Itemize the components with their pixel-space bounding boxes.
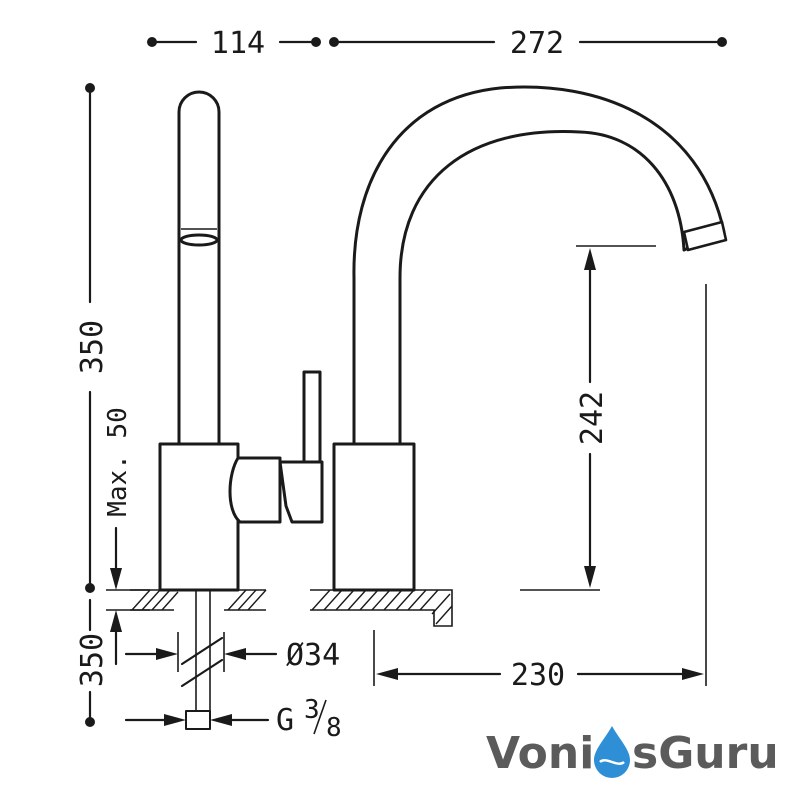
top-dimension-114: 114 bbox=[147, 26, 321, 61]
vonios-guru-logo: Voni sGuru bbox=[486, 726, 779, 779]
dim-diameter-label: Ø34 bbox=[286, 638, 340, 673]
logo-text-sguru: sGuru bbox=[632, 728, 779, 779]
top-dimension-272: 272 bbox=[329, 26, 727, 61]
dim-272-label: 272 bbox=[510, 26, 564, 61]
water-drop-icon bbox=[594, 726, 630, 778]
dim-350-label: 350 bbox=[75, 320, 110, 374]
dim-230-label: 230 bbox=[511, 658, 565, 693]
left-dimension-350: 350 bbox=[75, 83, 110, 593]
dim-thread-denominator: 8 bbox=[326, 713, 342, 743]
max-deck-dimension: Max. 50 bbox=[103, 407, 150, 666]
diameter-dimension: Ø34 bbox=[124, 632, 340, 673]
dim-thread-numerator: 3 bbox=[304, 695, 320, 725]
faucet-spout-view bbox=[332, 85, 728, 592]
spout-height-dimension: 242 bbox=[520, 245, 656, 591]
countertop-left bbox=[130, 589, 267, 611]
faucet-side-view bbox=[158, 90, 324, 592]
dim-thread-g-label: G bbox=[276, 703, 294, 738]
dim-hose-350-label: 350 bbox=[75, 633, 110, 687]
logo-text-voni: Voni bbox=[486, 728, 594, 779]
dim-242-label: 242 bbox=[575, 391, 610, 445]
dim-114-label: 114 bbox=[211, 26, 265, 61]
countertop-right bbox=[310, 589, 453, 627]
thread-dimension: G 3 8 bbox=[124, 695, 342, 743]
dim-max50-label: Max. 50 bbox=[103, 407, 133, 517]
hose-dimension-350: 350 bbox=[75, 598, 110, 727]
spout-reach-dimension: 230 bbox=[373, 284, 707, 693]
supply-hose bbox=[180, 590, 224, 730]
